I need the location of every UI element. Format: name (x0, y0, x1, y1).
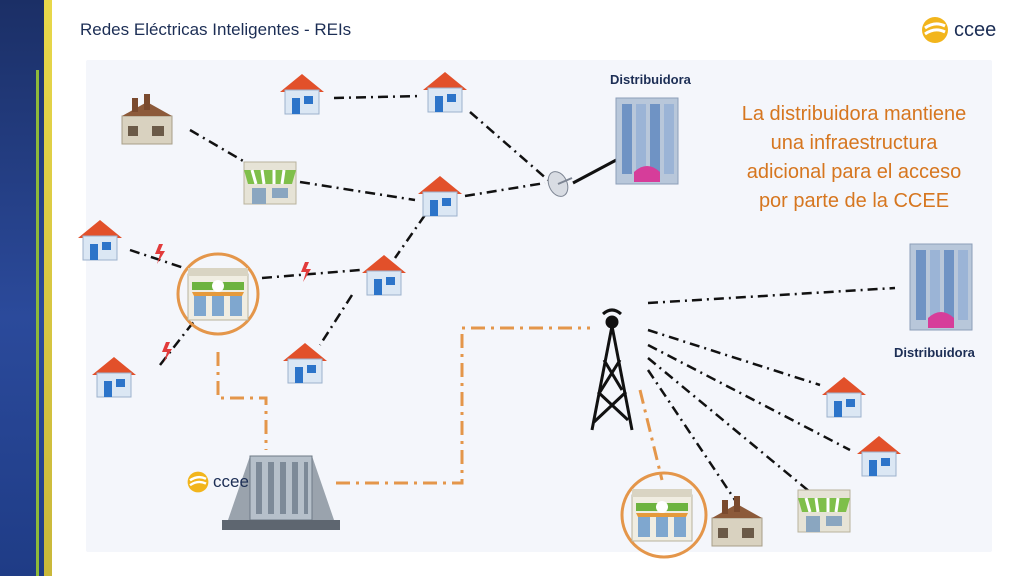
house-icon (91, 356, 137, 398)
callout-text: La distribuidora mantiene una infraestru… (716, 100, 992, 216)
house-icon (361, 254, 407, 296)
house-icon (282, 342, 328, 384)
ccee-building-logo: ccee (186, 470, 249, 494)
satellite-dish-icon (547, 171, 573, 197)
factory-icon (711, 495, 763, 547)
ccee-building-label: ccee (213, 472, 249, 491)
ccee-logo-icon (187, 471, 209, 493)
left-accent-stripe (44, 0, 52, 576)
pharmacy-icon (187, 267, 249, 321)
ccee-building-icon (222, 455, 340, 530)
lightning-icon (301, 262, 311, 282)
factory-icon (121, 93, 173, 145)
link-antenna-distribuidora (572, 156, 621, 185)
slide-title: Redes Eléctricas Inteligentes - REIs (80, 20, 352, 39)
distribuidora-label-top: Distribuidora (610, 72, 691, 87)
shop-icon (796, 488, 852, 534)
distribuidora-label-right: Distribuidora (894, 345, 975, 360)
distribuidora-building-icon (615, 97, 679, 185)
ccee-logo-text: ccee (954, 18, 997, 41)
shop-icon (242, 160, 298, 206)
left-accent-line (36, 70, 39, 576)
callout-line: por parte de la CCEE (758, 190, 950, 212)
house-icon (422, 71, 468, 113)
distribuidora-building-icon (909, 243, 973, 331)
callout-line: La distribuidora mantiene (741, 103, 967, 125)
radio-tower-icon (590, 308, 634, 431)
smart-meter-highlight (620, 471, 708, 559)
smart-meter-highlight (176, 252, 260, 336)
house-icon (279, 73, 325, 115)
house-icon (417, 175, 463, 217)
callout-line: adicional para el acceso (746, 161, 962, 183)
ccee-access-lines (216, 326, 664, 485)
house-icon (856, 435, 902, 477)
connection-lines (129, 94, 896, 501)
pharmacy-icon (631, 488, 693, 542)
ccee-logo: ccee (920, 14, 996, 46)
ccee-logo-icon (922, 17, 948, 43)
house-icon (77, 219, 123, 261)
callout-line: una infraestructura (770, 132, 938, 154)
house-icon (821, 376, 867, 418)
